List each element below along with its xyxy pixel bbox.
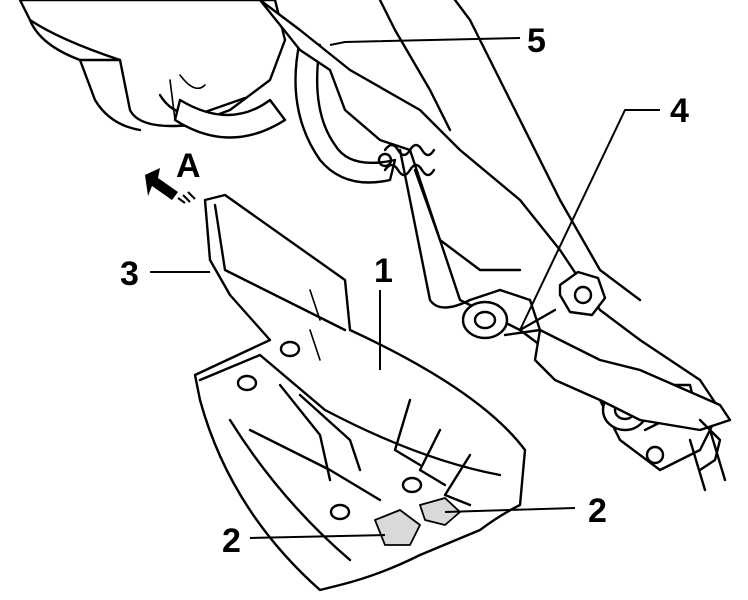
nut [518,270,607,332]
curved-pipe [173,38,397,184]
callout-2-left: 2 [222,522,241,560]
callout-3: 3 [120,255,139,293]
direction-arrow [145,168,196,204]
callout-5: 5 [527,22,546,60]
pedal-bracket [258,0,722,472]
callout-2-right: 2 [588,492,607,530]
callout-1: 1 [374,252,393,290]
upper-housing [18,0,287,132]
tray-cover [193,193,527,592]
callout-4: 4 [670,92,689,130]
callout-arrow-a: A [176,147,201,185]
return-spring [377,143,436,177]
leader-lines [150,37,660,539]
lever-arm [533,328,732,492]
callout-labels: 1 2 2 3 4 5 A [120,22,689,560]
